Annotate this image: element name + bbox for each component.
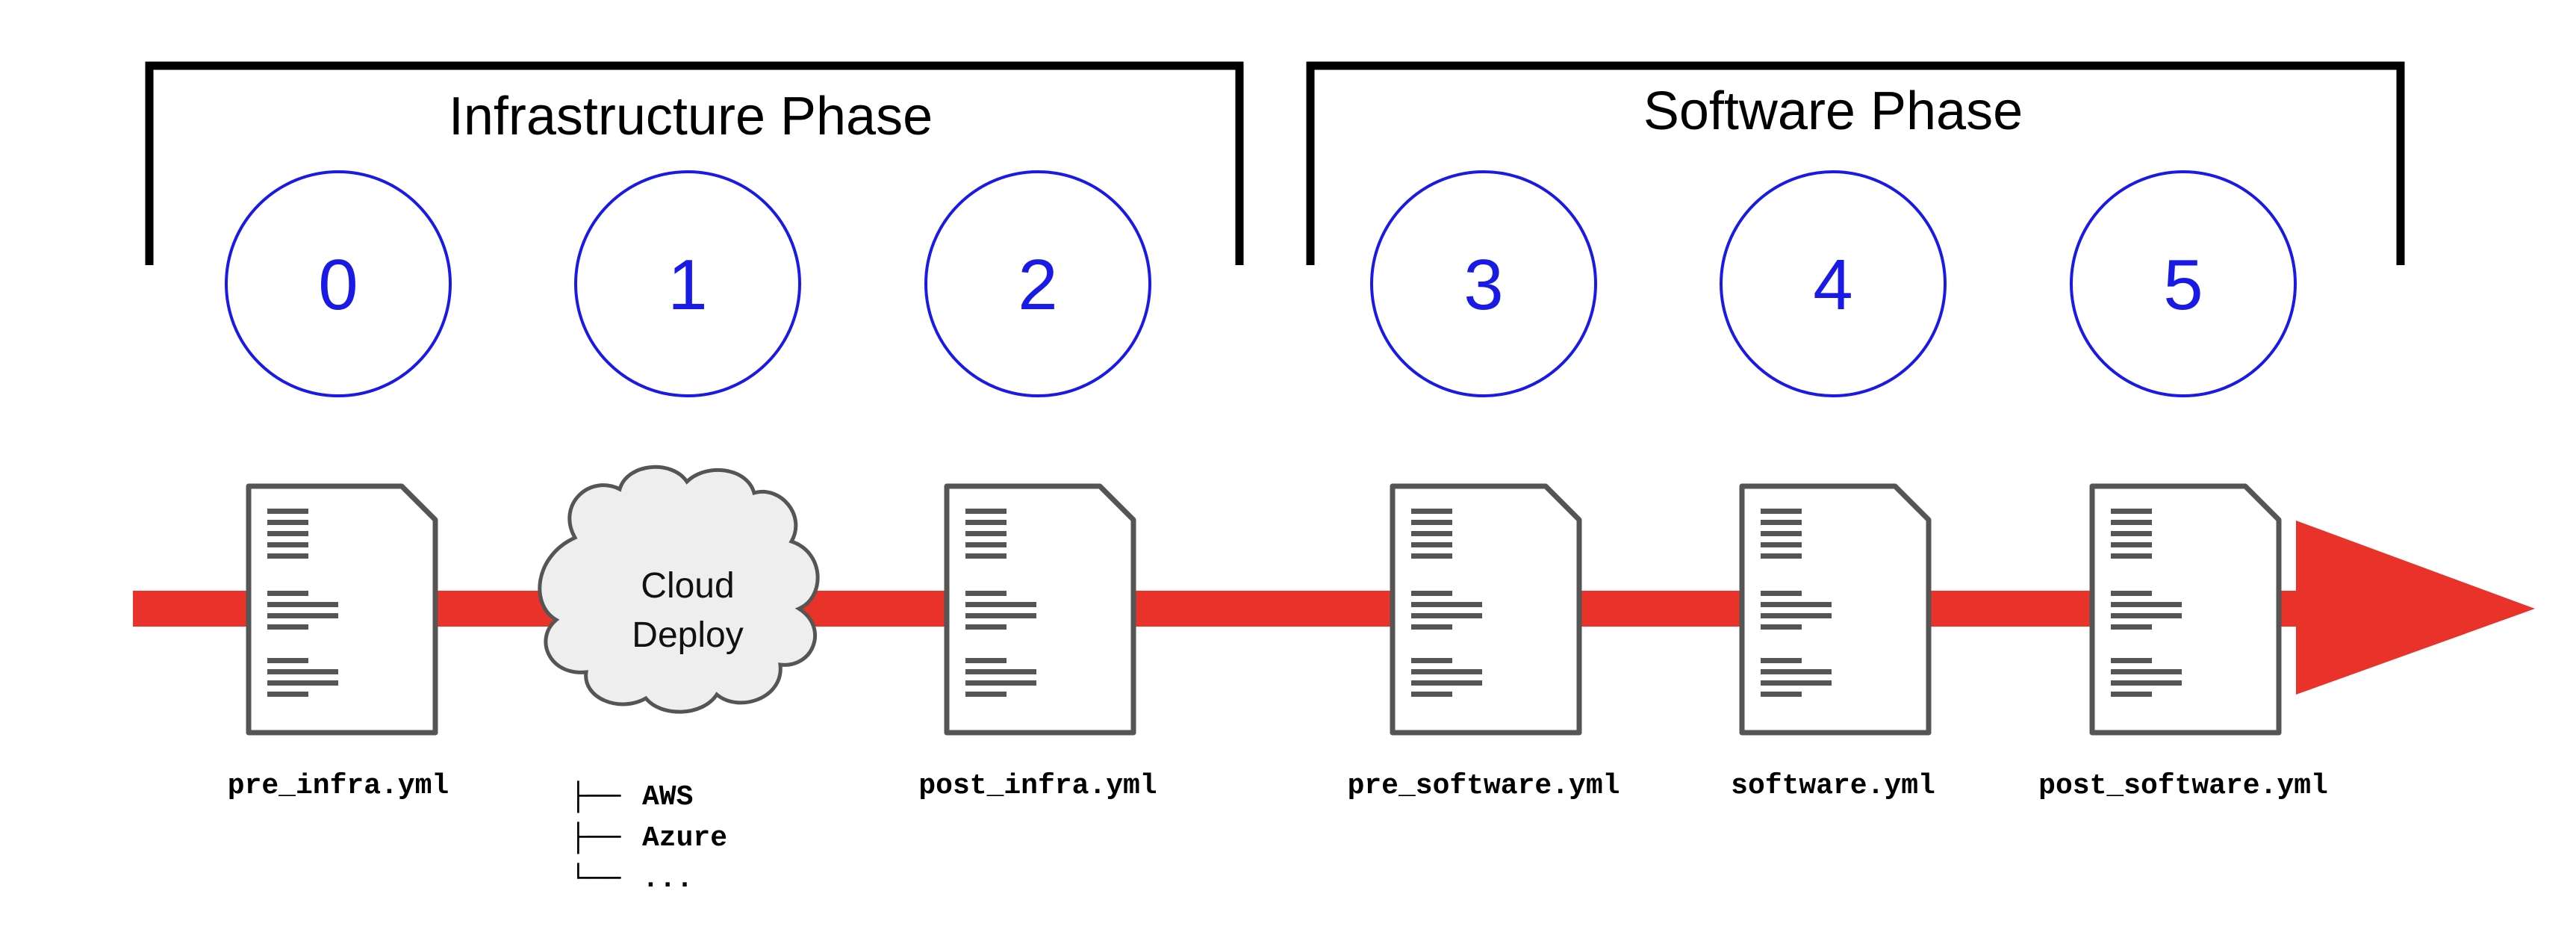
provider-azure: Azure (642, 822, 727, 854)
document-icon (1742, 486, 1929, 733)
file-label-post-infra: post_infra.yml (918, 770, 1157, 802)
provider-more: ... (642, 863, 693, 895)
step-circle-3 (1370, 170, 1597, 397)
tree-branch: └── (570, 863, 621, 895)
software-phase-bracket (1306, 61, 2405, 265)
tree-branch: ├── (570, 780, 621, 813)
document-icon (1393, 486, 1579, 733)
step-circle-1 (574, 170, 801, 397)
cloud-label-line2: Deploy (632, 615, 743, 655)
step-circle-0 (225, 170, 452, 397)
infrastructure-phase-title: Infrastructure Phase (449, 87, 933, 146)
step-number-5: 5 (2163, 245, 2203, 325)
timeline-arrowhead (2296, 521, 2535, 695)
tree-branch: ├── (570, 822, 621, 854)
document-icon (2092, 486, 2279, 733)
provider-aws: AWS (642, 781, 693, 813)
cloud-label-line1: Cloud (641, 566, 734, 606)
document-icon (947, 486, 1133, 733)
infrastructure-phase-bracket (145, 61, 1244, 265)
step-number-4: 4 (1813, 245, 1852, 325)
file-label-pre-infra: pre_infra.yml (228, 770, 449, 802)
timeline-arrow-shaft (133, 591, 2313, 627)
step-circle-4 (1720, 170, 1947, 397)
cloud-icon (538, 465, 820, 714)
step-circle-2 (924, 170, 1151, 397)
file-label-software: software.yml (1731, 770, 1935, 802)
step-number-1: 1 (668, 245, 707, 325)
document-icon (249, 486, 435, 733)
file-label-pre-software: pre_software.yml (1348, 770, 1620, 802)
step-circle-5 (2070, 170, 2297, 397)
step-number-0: 0 (318, 245, 358, 325)
file-label-post-software: post_software.yml (2038, 770, 2328, 802)
software-phase-title: Software Phase (1643, 81, 2023, 141)
step-number-2: 2 (1018, 245, 1057, 325)
step-number-3: 3 (1463, 245, 1503, 325)
